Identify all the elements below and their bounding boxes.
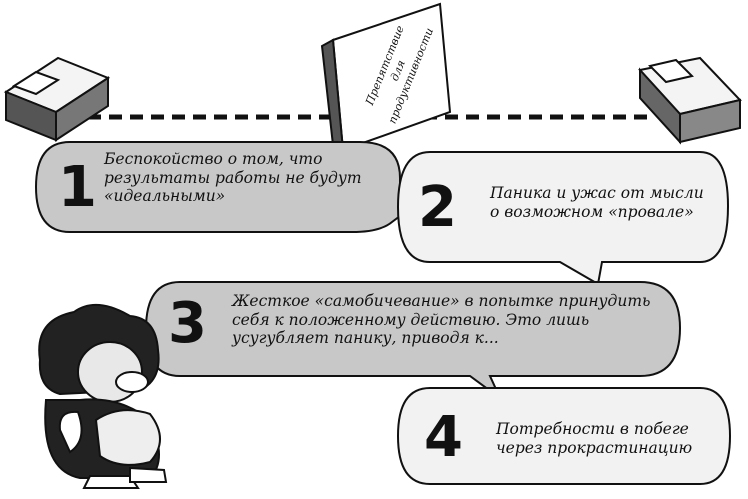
step-1-bubble bbox=[34, 141, 410, 233]
step-2-bubble bbox=[396, 151, 730, 286]
step-4-line-2: через прокрастинацию bbox=[496, 438, 693, 457]
step-2-line-1: Паника и ужас от мысли bbox=[490, 184, 704, 202]
step-4-number: 4 bbox=[424, 405, 463, 470]
step-4-bubble bbox=[396, 387, 732, 485]
step-4-text: Потребности в побеге через прокрастинаци… bbox=[496, 420, 692, 457]
step-4-line-1: Потребности в побеге bbox=[496, 420, 689, 438]
step-2-number: 2 bbox=[418, 175, 457, 240]
step-1-line-3: «идеальными» bbox=[104, 187, 226, 206]
step-3-line-1: Жесткое «самобичевание» в попытке принуд… bbox=[232, 292, 651, 310]
bed-right-icon bbox=[638, 56, 742, 145]
step-3-text: Жесткое «самобичевание» в попытке принуд… bbox=[232, 292, 651, 348]
step-1-text: Беспокойство о том, что результаты работ… bbox=[104, 150, 362, 206]
step-3-number: 3 bbox=[168, 291, 207, 356]
step-2-text: Паника и ужас от мысли о возможном «пров… bbox=[490, 184, 704, 221]
bed-left-icon bbox=[3, 56, 111, 142]
step-2-line-2: о возможном «провале» bbox=[490, 202, 694, 221]
barrier-board bbox=[320, 2, 452, 156]
step-3-line-3: усугубляет панику, приводя к... bbox=[232, 329, 499, 348]
worried-kid-illustration bbox=[38, 304, 168, 489]
step-1-number: 1 bbox=[58, 155, 97, 220]
step-1-line-2: результаты работы не будут bbox=[104, 168, 362, 187]
step-1-line-1: Беспокойство о том, что bbox=[104, 150, 323, 168]
step-3-line-2: себя к положенному действию. Это лишь bbox=[232, 310, 590, 329]
